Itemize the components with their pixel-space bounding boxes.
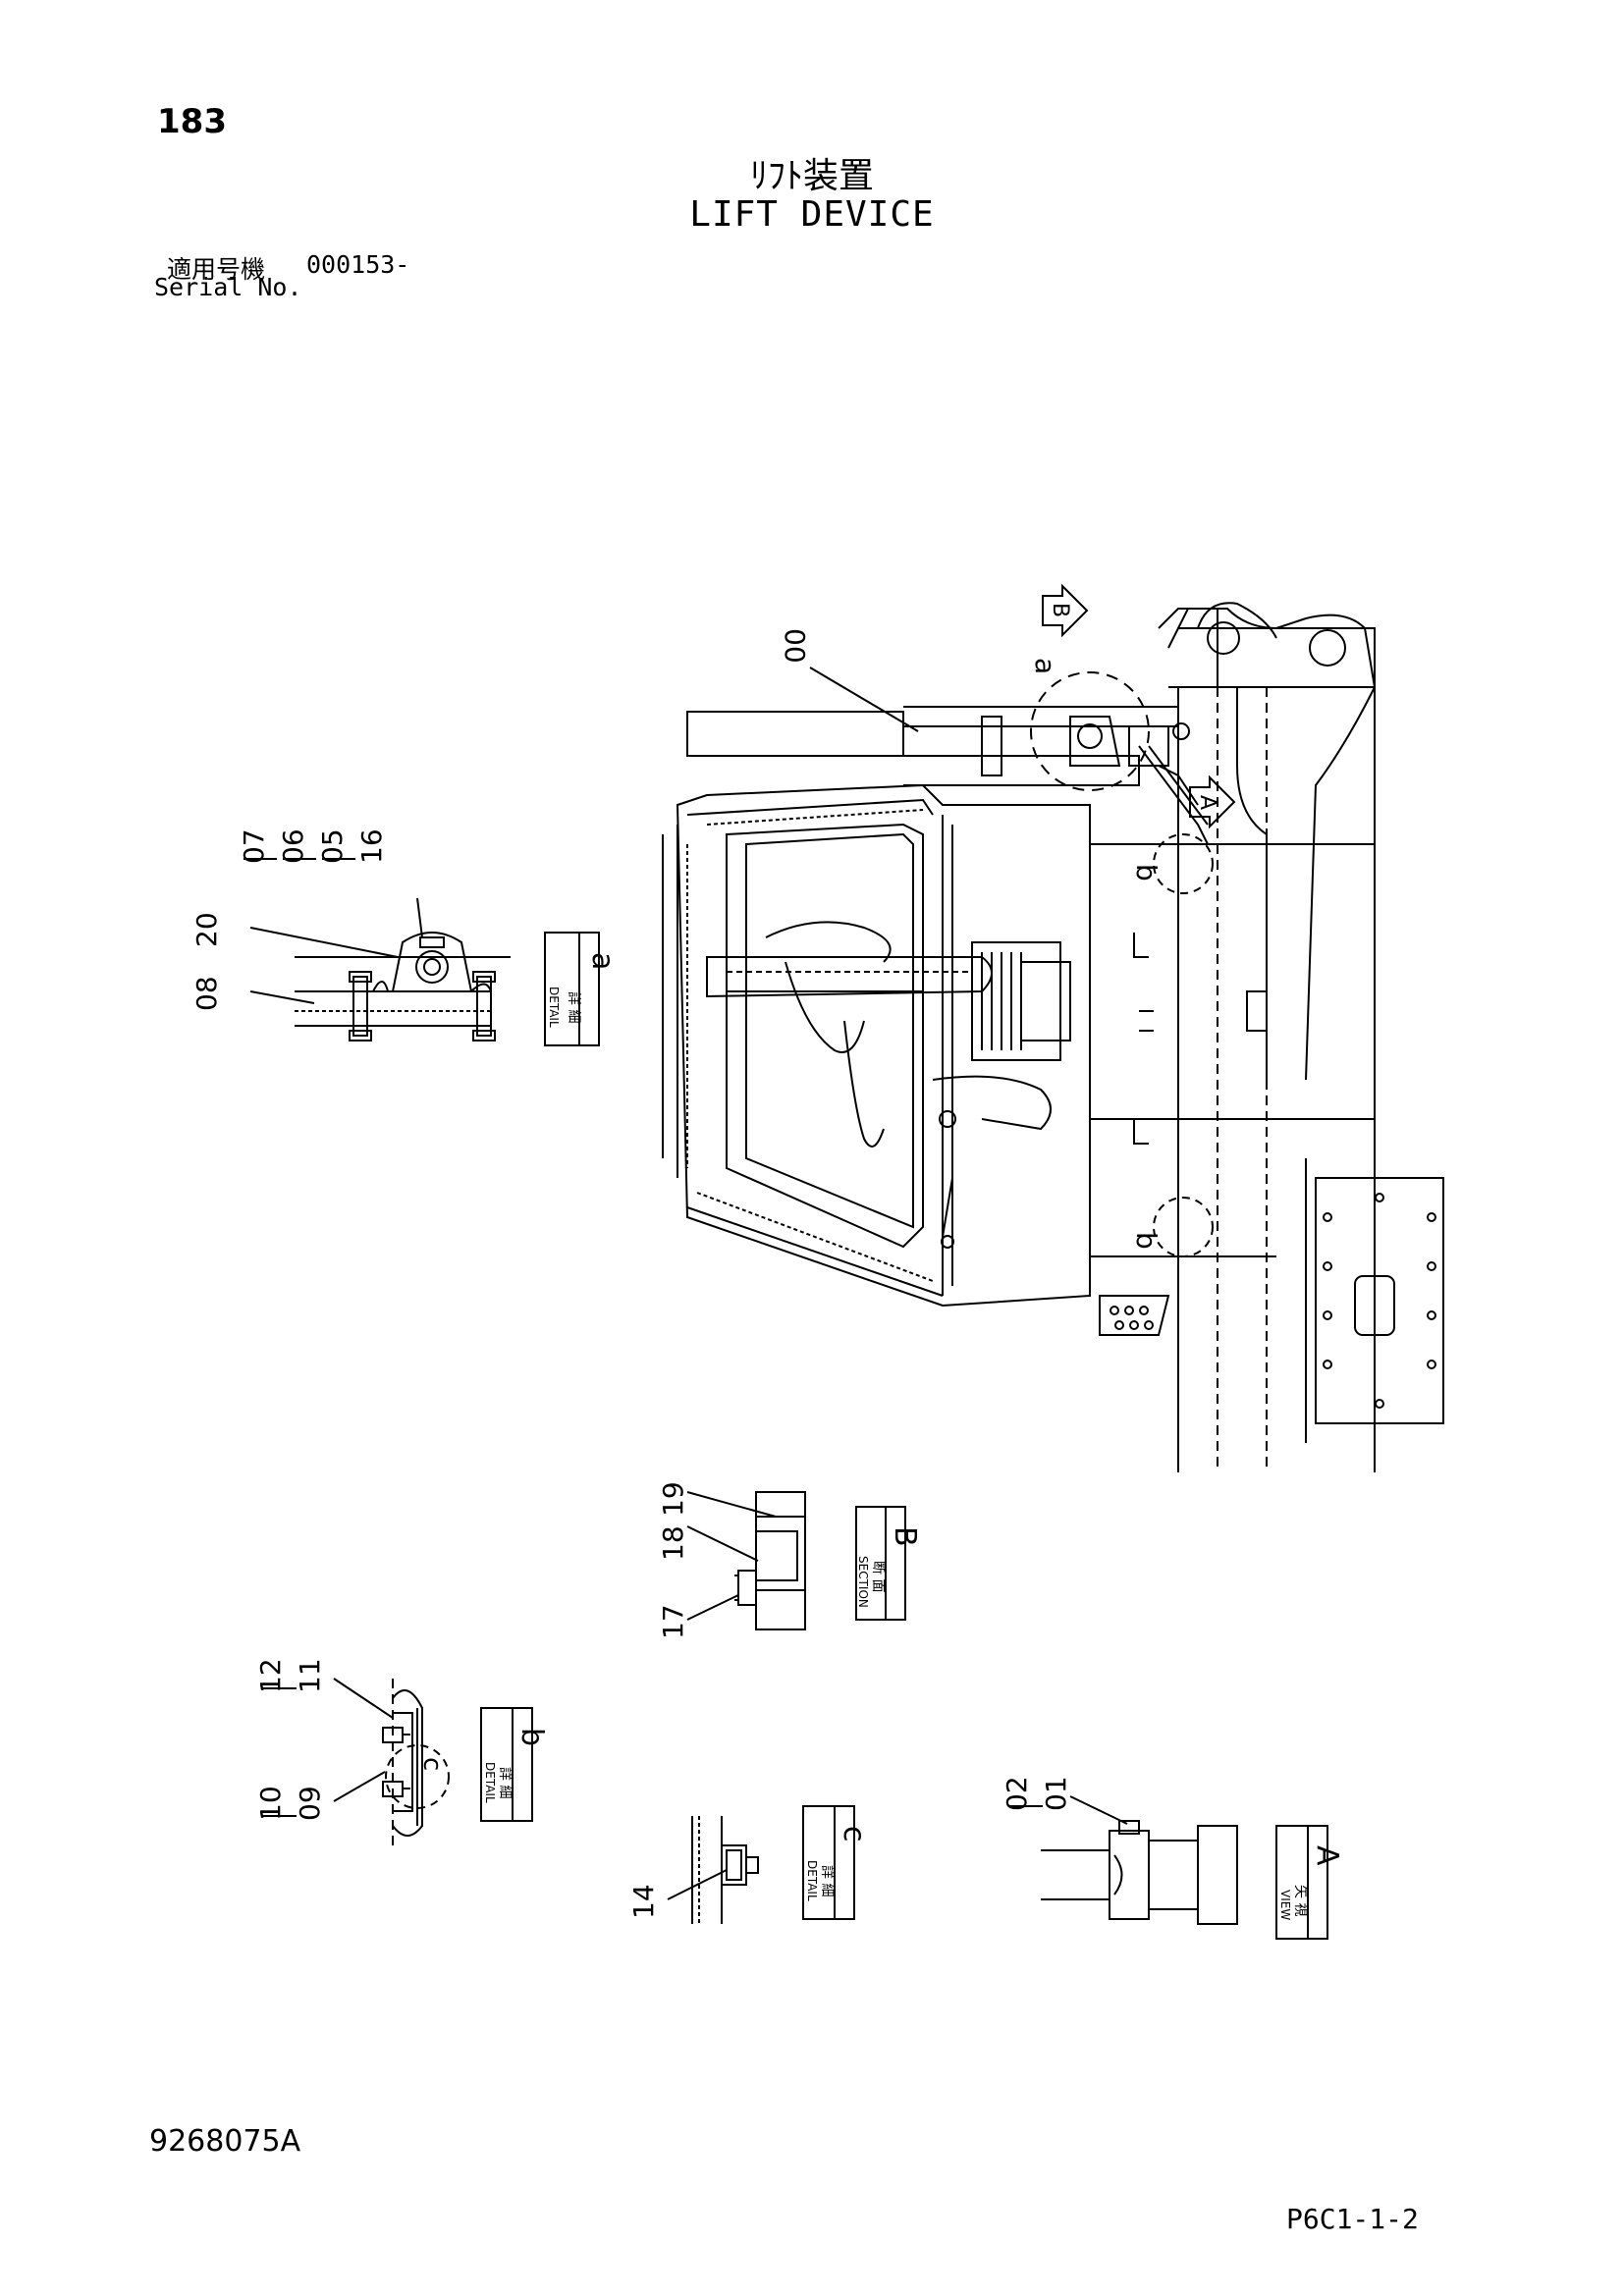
callout-19: 19 [657,1481,689,1517]
section-b-letter: B [888,1526,922,1547]
detail-a-kanji: 詳 細 [566,991,581,1023]
leader-01 [1069,1795,1128,1825]
cab-frame [662,783,1178,1336]
serial-label-english: Serial No. [154,273,302,301]
side-plate [1305,1158,1444,1443]
section-b-kanji: 断 面 [870,1561,886,1592]
arrow-label-b: B [1048,603,1072,617]
view-a-letter: A [1310,1845,1344,1866]
callout-08: 08 [190,976,223,1011]
leader-18 [686,1525,759,1562]
view-a: 02 01 A 矢 視 VIEW [1001,1776,1344,1940]
title-english: LIFT DEVICE [689,194,935,235]
leader-20 [249,927,399,958]
callout-14: 14 [627,1884,660,1919]
detail-a-caption: DETAIL [547,987,561,1028]
section-b: 19 18 17 B 断 面 SECTION [657,1481,922,1639]
detail-circle-b-lower [1153,1197,1214,1257]
title-japanese: ﾘﾌﾄ装置 [749,156,874,196]
detail-c-label-box [802,1805,855,1920]
callout-18: 18 [657,1525,689,1561]
detail-a-label-box [544,932,600,1046]
detail-b-label-box [480,1707,533,1822]
detail-a: 07 06 05 16 20 08 a 詳 細 DETAIL [190,828,620,1046]
leader-14 [667,1869,728,1900]
detail-c-caption: DETAIL [805,1860,819,1901]
callout-20: 20 [190,912,223,947]
callout-16: 16 [355,828,388,864]
detail-b: 12 11 10 09 c b 詳 細 DETAIL [254,1658,549,1845]
leader-19 [686,1491,777,1518]
view-a-label-box [1275,1825,1328,1940]
detail-c-kanji: 詳 細 [819,1865,835,1896]
leader-08 [249,990,315,1004]
leader-17 [686,1594,739,1621]
leader-00 [809,667,919,732]
detail-marker-a: a [1029,658,1061,674]
main-view: 00 a b b B A [662,583,1444,1472]
detail-b-marker-c: c [417,1757,447,1771]
detail-marker-b-lower: b [1130,1232,1163,1250]
page-code: P6C1-1-2 [1286,2203,1419,2235]
view-arrow-a: A [1189,774,1236,829]
callout-00: 00 [779,628,811,664]
detail-circle-a [1030,671,1150,791]
section-b-label-box [855,1506,906,1621]
arm-rail [686,706,1209,845]
serial-label-japanese: 適用号機 [167,255,266,284]
callout-17: 17 [657,1604,689,1639]
view-a-kanji: 矢 視 [1292,1885,1308,1916]
callout-11: 11 [294,1658,326,1693]
section-b-caption: SECTION [856,1556,870,1608]
detail-marker-b-upper: b [1130,864,1163,881]
leader-12 [333,1678,394,1719]
detail-c: 14 c 詳 細 DETAIL [627,1805,871,1924]
seat-controls [706,921,1071,1249]
view-arrow-b: B [1042,583,1089,638]
leader-16 [416,897,423,938]
callout-09: 09 [294,1786,326,1821]
callout-01: 01 [1040,1776,1072,1811]
page-number: 183 [157,102,227,141]
detail-circle-c [385,1744,450,1809]
detail-c-letter: c [837,1826,871,1842]
detail-circle-b-upper [1153,833,1214,894]
document-number: 9268075A [149,2124,301,2159]
detail-b-letter: b [514,1728,549,1746]
arrow-label-a: A [1195,795,1219,810]
boom-structure [1158,602,1376,1472]
leader-09 [333,1771,386,1802]
detail-b-caption: DETAIL [483,1762,497,1803]
detail-b-kanji: 詳 細 [497,1767,513,1798]
serial-value: 000153- [306,250,410,279]
view-a-caption: VIEW [1278,1890,1292,1920]
detail-a-letter: a [585,952,620,970]
